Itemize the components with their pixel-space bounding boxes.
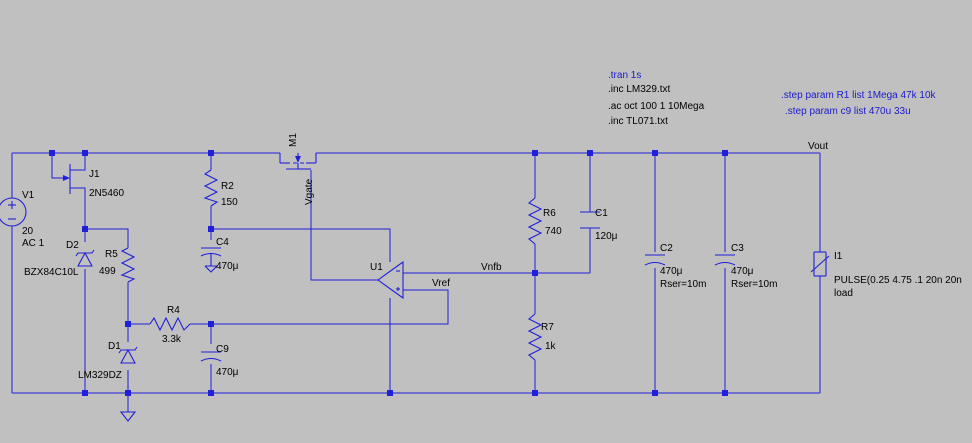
- capacitor-c2[interactable]: [644, 254, 666, 266]
- d1-name: D1: [108, 341, 121, 352]
- resistor-r5[interactable]: [120, 247, 136, 283]
- r5-name: R5: [105, 249, 118, 260]
- capacitor-c3[interactable]: [714, 254, 736, 266]
- resistor-r4[interactable]: [149, 316, 191, 332]
- c1-name: C1: [595, 208, 608, 219]
- mosfet-m1[interactable]: [279, 153, 317, 170]
- net-vout: Vout: [808, 141, 828, 152]
- m1-name: M1: [288, 133, 299, 147]
- opamp-u1[interactable]: [377, 260, 404, 300]
- ground-symbol: [119, 411, 137, 422]
- jfet-j1[interactable]: [63, 164, 71, 194]
- directive-tran[interactable]: .tran 1s: [608, 70, 641, 81]
- net-vnfb: Vnfb: [481, 262, 502, 273]
- zener-diode-d2[interactable]: [75, 249, 95, 267]
- r4-value: 3.3k: [162, 334, 182, 345]
- d1-model: LM329DZ: [78, 370, 122, 381]
- capacitor-c4[interactable]: [200, 247, 222, 273]
- d2-model: BZX84C10L: [24, 267, 79, 278]
- v1-value2: AC 1: [22, 238, 45, 249]
- c3-name: C3: [731, 243, 744, 254]
- c3-value: 470μ: [731, 266, 754, 277]
- j1-model: 2N5460: [89, 188, 124, 199]
- r2-name: R2: [221, 181, 234, 192]
- i1-value2: load: [834, 288, 853, 299]
- resistor-r2[interactable]: [203, 169, 219, 207]
- v1-name: V1: [22, 190, 35, 201]
- directive-step-r1[interactable]: .step param R1 list 1Mega 47k 10k: [781, 90, 937, 101]
- directive-step-c9[interactable]: .step param c9 list 470u 33u: [785, 106, 911, 117]
- resistor-r7[interactable]: [527, 313, 543, 361]
- i1-value: PULSE(0.25 4.75 .1 20n 20n: [834, 275, 962, 286]
- d2-name: D2: [66, 240, 79, 251]
- i1-name: I1: [834, 251, 843, 262]
- current-source-i1[interactable]: [810, 251, 830, 277]
- r5-value: 499: [99, 266, 116, 277]
- directive-inc-lm329[interactable]: .inc LM329.txt: [608, 84, 670, 95]
- c1-value: 120μ: [595, 231, 618, 242]
- c4-name: C4: [216, 237, 229, 248]
- wires: [11, 152, 821, 412]
- c2-name: C2: [660, 243, 673, 254]
- v1-value: 20: [22, 226, 34, 237]
- capacitor-c1[interactable]: [580, 211, 600, 229]
- c2-value: 470μ: [660, 266, 683, 277]
- j1-name: J1: [89, 169, 100, 180]
- r4-name: R4: [167, 305, 180, 316]
- junction-dots: [49, 150, 728, 396]
- r7-value: 1k: [545, 341, 557, 352]
- net-vgate: Vgate: [304, 178, 315, 205]
- r2-value: 150: [221, 197, 238, 208]
- c3-rser: Rser=10m: [731, 279, 777, 290]
- u1-name: U1: [370, 262, 383, 273]
- net-vref: Vref: [432, 278, 450, 289]
- c9-value: 470μ: [216, 367, 239, 378]
- voltage-source-v1[interactable]: [0, 197, 27, 227]
- r7-name: R7: [541, 322, 554, 333]
- directive-inc-tl071[interactable]: .inc TL071.txt: [608, 116, 668, 127]
- c9-name: C9: [216, 344, 229, 355]
- resistor-r6[interactable]: [527, 197, 543, 245]
- capacitor-c9[interactable]: [200, 351, 222, 362]
- c4-value: 470μ: [216, 261, 239, 272]
- directive-ac[interactable]: .ac oct 100 1 10Mega: [608, 101, 705, 112]
- c2-rser: Rser=10m: [660, 279, 706, 290]
- zener-diode-d1[interactable]: [118, 346, 138, 364]
- r6-name: R6: [543, 208, 556, 219]
- r6-value: 740: [545, 226, 562, 237]
